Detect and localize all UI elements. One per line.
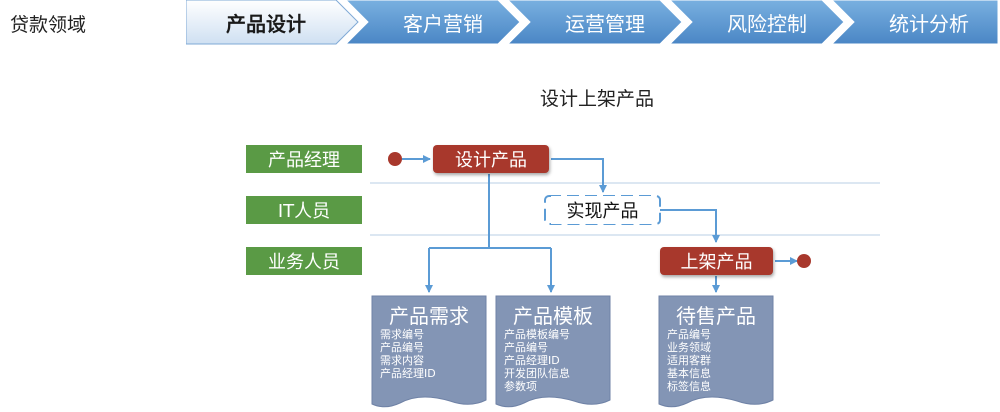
process-tabs: 产品设计 客户营销 运营管理 风险控制 统计分析: [186, 0, 1000, 46]
doc-field: 参数项: [504, 380, 537, 393]
doc-field: 业务领域: [667, 341, 711, 354]
doc-product-requirement: 产品需求 需求编号 产品编号 需求内容 产品经理ID: [372, 296, 486, 406]
doc-field-list: 产品编号 业务领域 适用客群 基本信息 标签信息: [667, 328, 711, 393]
tab-shape-statistics[interactable]: [830, 0, 999, 45]
doc-shape-template: [495, 295, 611, 408]
doc-field: 基本信息: [667, 367, 711, 380]
doc-shape-product: [658, 295, 774, 408]
tab-product-design[interactable]: 产品设计: [226, 11, 306, 36]
doc-field-list: 产品模板编号 产品编号 产品经理ID 开发团队信息 参数项: [504, 328, 570, 393]
doc-field: 开发团队信息: [504, 367, 570, 380]
diagram-title: 设计上架产品: [540, 88, 655, 110]
doc-field: 需求内容: [380, 354, 424, 367]
doc-field: 需求编号: [380, 328, 424, 341]
doc-field-list: 需求编号 产品编号 需求内容 产品经理ID: [380, 328, 436, 380]
doc-field: 产品编号: [504, 341, 548, 354]
tab-shape-operations[interactable]: [506, 0, 683, 45]
doc-field: 适用客群: [667, 354, 711, 367]
tabs-background: [186, 0, 999, 45]
lane-product-manager: 产品经理: [246, 145, 362, 173]
doc-field: 产品经理ID: [504, 354, 560, 367]
process-launch-product: 上架产品: [660, 247, 773, 275]
start-node: [388, 152, 402, 166]
doc-field: 产品编号: [667, 328, 711, 341]
implement-to-launch: [660, 209, 720, 243]
doc-title: 产品需求: [389, 304, 469, 328]
doc-product-template: 产品模板 产品模板编号 产品编号 产品经理ID 开发团队信息 参数项: [496, 296, 610, 406]
domain-label: 贷款领域: [10, 14, 87, 36]
doc-field: 产品编号: [380, 341, 424, 354]
implement-dashed-border: [544, 195, 661, 225]
tab-statistical-analysis[interactable]: 统计分析: [889, 11, 969, 36]
end-node: [797, 254, 811, 268]
lane-business-staff: 业务人员: [246, 247, 362, 275]
tab-shape-marketing[interactable]: [344, 0, 521, 45]
doc-field: 产品经理ID: [380, 367, 436, 380]
doc-shape-requirement: [371, 295, 487, 408]
doc-field: 产品模板编号: [504, 328, 570, 341]
tab-shape-risk[interactable]: [668, 0, 845, 45]
tab-customer-marketing[interactable]: 客户营销: [403, 11, 483, 36]
doc-title: 待售产品: [676, 304, 756, 328]
tab-risk-control[interactable]: 风险控制: [727, 11, 807, 36]
doc-field: 标签信息: [667, 380, 711, 393]
doc-title: 产品模板: [513, 304, 593, 328]
tab-operations-management[interactable]: 运营管理: [565, 11, 645, 36]
tab-shape-design[interactable]: [186, 0, 359, 45]
lane-it-staff: IT人员: [246, 196, 362, 224]
design-to-implement: [551, 158, 607, 193]
doc-product-for-sale: 待售产品 产品编号 业务领域 适用客群 基本信息 标签信息: [659, 296, 773, 406]
process-implement-product: 实现产品: [551, 196, 654, 224]
process-design-product: 设计产品: [433, 145, 549, 173]
